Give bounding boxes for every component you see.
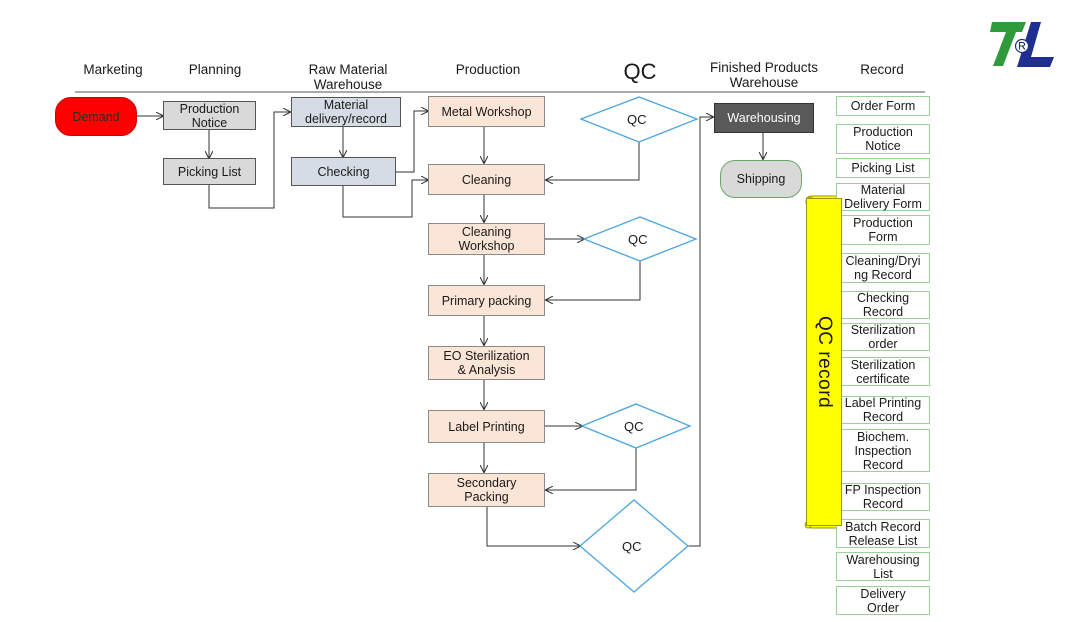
record-production-notice: Production Notice bbox=[836, 124, 930, 154]
arrow-qc2-primary bbox=[546, 260, 641, 300]
record-biochem-inspection: Biochem. Inspection Record bbox=[836, 429, 930, 472]
record-label-printing: Label Printing Record bbox=[836, 396, 930, 424]
record-production-form: Production Form bbox=[836, 215, 930, 245]
node-primary-packing: Primary packing bbox=[428, 285, 545, 316]
node-secondary-packing: Secondary Packing bbox=[428, 473, 545, 507]
record-sterilization-certificate: Sterilization certificate bbox=[836, 357, 930, 386]
qc-diamond-4 bbox=[578, 499, 690, 593]
qc-record-label-wrap: QC record bbox=[809, 198, 839, 526]
arrow-secondary-qc4 bbox=[486, 507, 580, 546]
node-picking-list: Picking List bbox=[163, 158, 256, 185]
header-finished-products: Finished Products Warehouse bbox=[709, 60, 819, 90]
node-label-printing: Label Printing bbox=[428, 410, 545, 443]
node-warehousing: Warehousing bbox=[714, 103, 814, 133]
record-sterilization-order: Sterilization order bbox=[836, 323, 930, 351]
node-demand: Demand bbox=[55, 97, 137, 136]
qc-label-4: QC bbox=[622, 539, 642, 554]
arrow-qc3-secondary bbox=[546, 448, 637, 490]
node-metal-workshop: Metal Workshop bbox=[428, 96, 545, 127]
arrow-qc1-cleaning bbox=[546, 142, 640, 180]
qc-record-label: QC record bbox=[814, 315, 835, 409]
qc-label-3: QC bbox=[624, 419, 644, 434]
record-checking: Checking Record bbox=[836, 291, 930, 319]
node-shipping: Shipping bbox=[720, 160, 802, 198]
qc-label-1: QC bbox=[627, 112, 647, 127]
company-logo bbox=[990, 22, 1054, 67]
node-eo-sterilization: EO Sterilization & Analysis bbox=[428, 346, 545, 380]
qc-record-banner bbox=[806, 198, 842, 526]
node-cleaning: Cleaning bbox=[428, 164, 545, 195]
record-cleaning-drying: Cleaning/Dryi ng Record bbox=[836, 253, 930, 283]
record-batch-release: Batch Record Release List bbox=[836, 519, 930, 548]
node-checking: Checking bbox=[291, 157, 396, 186]
record-fp-inspection: FP Inspection Record bbox=[836, 483, 930, 511]
arrow-qc4-warehousing bbox=[688, 117, 713, 547]
record-picking-list: Picking List bbox=[836, 158, 930, 178]
qc-label-2: QC bbox=[628, 232, 648, 247]
qc-diamond-3 bbox=[580, 403, 692, 449]
header-planning: Planning bbox=[188, 62, 242, 77]
qc-diamond-2 bbox=[582, 216, 698, 262]
node-cleaning-workshop: Cleaning Workshop bbox=[428, 223, 545, 255]
record-material-delivery-form: Material Delivery Form bbox=[836, 183, 930, 211]
header-record: Record bbox=[860, 62, 904, 77]
record-warehousing-list: Warehousing List bbox=[836, 552, 930, 581]
node-material-delivery: Material delivery/record bbox=[291, 97, 401, 127]
arrow-picking-material bbox=[208, 112, 290, 209]
header-production: Production bbox=[455, 62, 521, 77]
header-raw-material: Raw Material Warehouse bbox=[308, 62, 388, 92]
header-qc: QC bbox=[623, 59, 657, 84]
arrow-checking-cleaning bbox=[342, 180, 428, 218]
arrow-checking-metal bbox=[396, 111, 428, 173]
record-delivery-order: Delivery Order bbox=[836, 586, 930, 615]
node-production-notice: Production Notice bbox=[163, 101, 256, 130]
record-order-form: Order Form bbox=[836, 96, 930, 116]
qc-diamond-1 bbox=[579, 96, 699, 143]
header-marketing: Marketing bbox=[83, 62, 143, 77]
